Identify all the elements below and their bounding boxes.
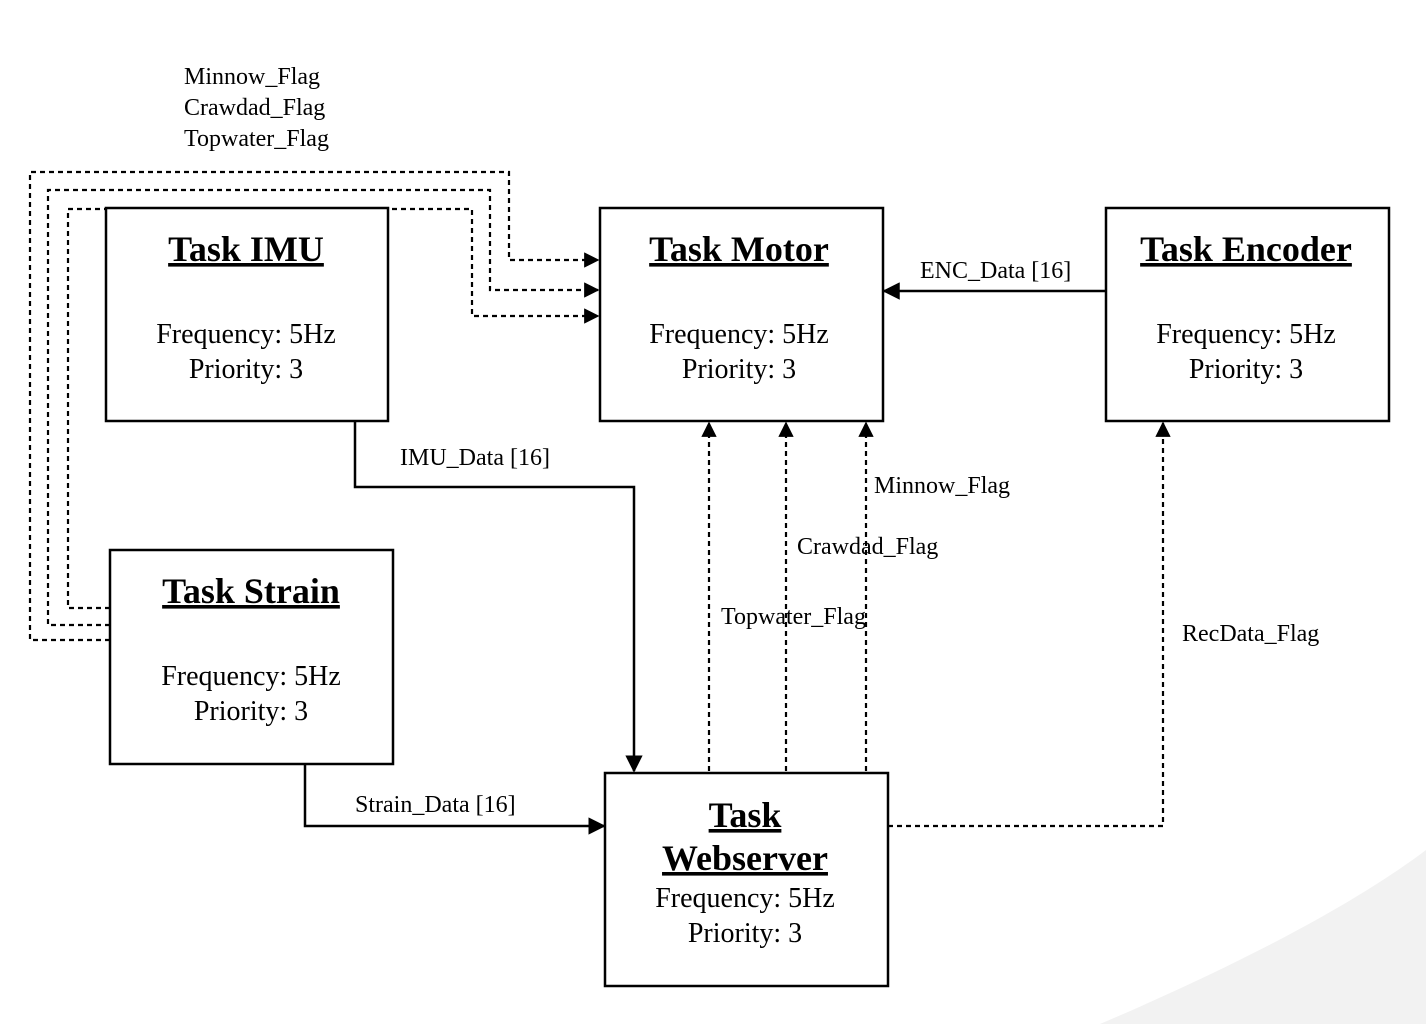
task-motor-frequency: Frequency: 5Hz [649,319,829,350]
strain-data-label: Strain_Data [16] [355,792,516,818]
task-motor-priority: Priority: 3 [682,354,796,385]
web-topwater-label: Topwater_Flag [721,604,866,630]
strain-data-arrow [303,764,606,835]
enc-data-label: ENC_Data [16] [920,258,1071,284]
strain-flag-label-topwater: Topwater_Flag [184,126,329,152]
web-crawdad-label: Crawdad_Flag [797,534,938,560]
task-encoder-priority: Priority: 3 [1189,354,1303,385]
task-encoder-frequency: Frequency: 5Hz [1156,319,1336,350]
rec-data-arrow [888,421,1171,828]
background-swoosh [1100,850,1426,1024]
task-encoder-title: Task Encoder [1140,229,1352,269]
task-strain-box: Task Strain Frequency: 5Hz Priority: 3 [108,548,395,766]
task-strain-title: Task Strain [162,571,340,611]
task-strain-frequency: Frequency: 5Hz [161,661,341,692]
task-strain-priority: Priority: 3 [194,696,308,727]
task-imu-frequency: Frequency: 5Hz [156,319,336,350]
web-minnow-label: Minnow_Flag [874,473,1010,499]
task-webserver-title-line1: Task [709,795,782,835]
task-webserver-priority: Priority: 3 [688,918,802,949]
task-webserver-title-line2: Webserver [662,838,828,878]
rec-data-label: RecData_Flag [1182,621,1319,647]
strain-flag-label-minnow: Minnow_Flag [184,64,320,90]
task-encoder-box: Task Encoder Frequency: 5Hz Priority: 3 [1104,206,1391,423]
task-webserver-box: Task Webserver Frequency: 5Hz Priority: … [603,771,890,988]
strain-flag-label-crawdad: Crawdad_Flag [184,95,325,121]
imu-data-arrow [353,421,643,773]
task-motor-title: Task Motor [649,229,829,269]
task-webserver-frequency: Frequency: 5Hz [655,883,835,914]
imu-data-label: IMU_Data [16] [400,445,550,471]
task-imu-box: Task IMU Frequency: 5Hz Priority: 3 [104,206,390,423]
task-motor-box: Task Motor Frequency: 5Hz Priority: 3 [598,206,885,423]
task-imu-title: Task IMU [168,229,324,269]
task-imu-priority: Priority: 3 [189,354,303,385]
